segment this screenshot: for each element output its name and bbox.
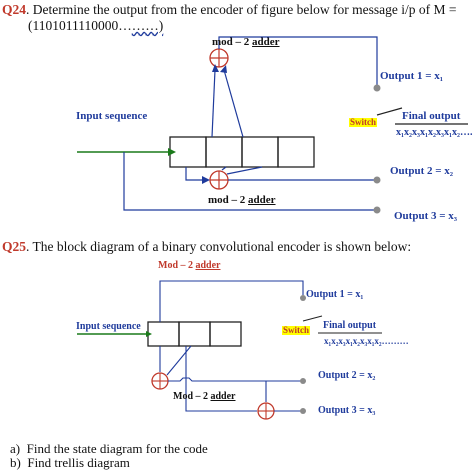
q24-top-adder-label-text: mod – 2 — [212, 36, 253, 48]
q25-output2-dot — [300, 378, 306, 384]
q24-tap-line-5 — [226, 166, 263, 175]
q24-switch-label: Switch — [349, 117, 378, 127]
q25-output2-line — [168, 377, 303, 382]
q24-input-label: Input sequence — [76, 110, 148, 122]
q24-output1-line — [218, 36, 378, 85]
q24-prompt: . Determine the output from the encoder … — [26, 2, 457, 17]
q24-output2-label: Output 2 = x₂ — [390, 165, 454, 177]
task-b-text: Find trellis diagram — [27, 455, 130, 470]
q25-prompt: . The block diagram of a binary convolut… — [26, 239, 412, 254]
q24-output3-label: Output 3 = x₃ — [394, 210, 458, 222]
task-a: a) Find the state diagram for the code — [10, 442, 208, 455]
q25-register-cell-3 — [209, 321, 242, 347]
q25-output1-dot — [300, 295, 306, 301]
q24-tap-arrow-1 — [212, 64, 219, 72]
q25-output3-label: Output 3 = x₃ — [318, 405, 376, 416]
q24-bottom-adder-label-ul: adder — [248, 194, 276, 206]
q24-switch-lever — [376, 107, 403, 116]
q24-number: Q24 — [2, 2, 27, 17]
q25-tap-b — [166, 345, 192, 376]
q24-output1-label: Output 1 = x₁ — [380, 70, 444, 82]
q25-final-output-label: Final output — [323, 320, 377, 331]
q25-input-label: Input sequence — [76, 321, 141, 332]
q24-register-cell-3 — [241, 136, 279, 168]
q25-output1-line — [159, 280, 304, 322]
q25-output1-label: Output 1 = x₁ — [306, 289, 364, 300]
q25-heading: Q25. The block diagram of a binary convo… — [2, 240, 411, 254]
q24-output2-dot — [373, 176, 381, 184]
task-a-text: Find the state diagram for the code — [26, 441, 208, 456]
q24-output1-dot — [373, 84, 381, 92]
q25-register-cell-2 — [178, 321, 211, 347]
q25-switch-lever — [302, 315, 323, 322]
q25-bottom-adder-label-text: Mod – 2 — [173, 391, 211, 402]
q25-output2-label: Output 2 = x₂ — [318, 370, 376, 381]
q25-final-output-sequence: x₁x₂x₃x₁x₂x₃x₁x₂……… — [324, 336, 409, 346]
q24-heading: Q24. Determine the output from the encod… — [2, 3, 457, 17]
q24-top-adder-label-ul: adder — [252, 36, 280, 48]
q25-number: Q25 — [2, 239, 27, 254]
task-b-marker: b) — [10, 455, 21, 470]
q25-tap-c — [185, 346, 257, 412]
q25-input-arrowhead — [146, 331, 152, 337]
q24-tap-line-1 — [211, 69, 216, 138]
q25-top-adder-label-ul: adder — [195, 260, 221, 271]
q25-top-adder-label: Mod – 2 adder — [158, 261, 221, 271]
q24-tap-line-2 — [223, 69, 244, 138]
q25-bottom-adder-label-ul: adder — [210, 391, 236, 402]
q24-input-arrowhead — [168, 148, 176, 156]
q25-switch-label: Switch — [282, 325, 311, 335]
q24-message-value: (1101011110000………) — [28, 19, 163, 33]
q24-top-adder-label: mod – 2 adder — [212, 37, 280, 48]
q24-bottom-adder-label-text: mod – 2 — [208, 194, 249, 206]
q24-tap-arrow-2 — [220, 65, 227, 73]
q24-message: (1101011110000… — [28, 18, 132, 33]
q24-tap-arrow-3 — [202, 176, 210, 184]
q25-bottom-adder-label: Mod – 2 adder — [173, 392, 236, 402]
task-b: b) Find trellis diagram — [10, 456, 130, 469]
q24-output3-dot — [373, 206, 381, 214]
q25-output3-dot — [300, 408, 306, 414]
q24-output3-line — [123, 152, 377, 211]
q24-register-cell-4 — [277, 136, 315, 168]
task-a-marker: a) — [10, 441, 21, 456]
q25-register-cell-1 — [147, 321, 180, 347]
q24-tap-line-4 — [221, 166, 227, 171]
q25-top-adder-label-text: Mod – 2 — [158, 260, 196, 271]
q24-message-tail: ……) — [131, 18, 164, 33]
q24-final-output-label: Final output — [402, 110, 461, 122]
q24-register-cell-2 — [205, 136, 243, 168]
q24-tap-line-3 — [185, 167, 208, 181]
q24-bottom-adder-label: mod – 2 adder — [208, 195, 276, 206]
q24-final-output-sequence: x₁x₂x₃x₁x₂x₃x₁x₂…. — [396, 127, 473, 138]
